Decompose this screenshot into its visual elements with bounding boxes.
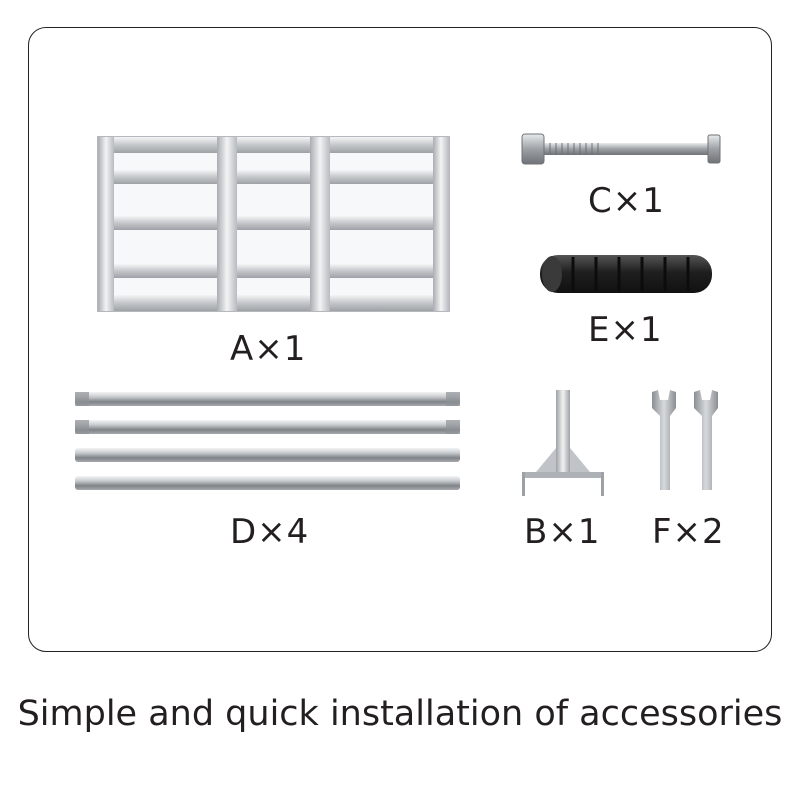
wrenches-part-f [652,390,718,490]
label-part-e: E×1 [588,310,663,350]
bracket-part-b [522,390,604,496]
label-part-d: D×4 [230,512,310,552]
rods-part-d [75,392,460,490]
label-part-b: B×1 [524,512,601,552]
bolt-part-c [521,133,721,165]
label-part-c: C×1 [588,181,665,221]
label-part-a: A×1 [230,329,307,369]
accessories-panel [28,27,772,652]
grip-part-e [540,255,712,293]
frame-part-a [97,136,450,312]
caption-text: Simple and quick installation of accesso… [17,694,783,734]
label-part-f: F×2 [652,512,725,552]
